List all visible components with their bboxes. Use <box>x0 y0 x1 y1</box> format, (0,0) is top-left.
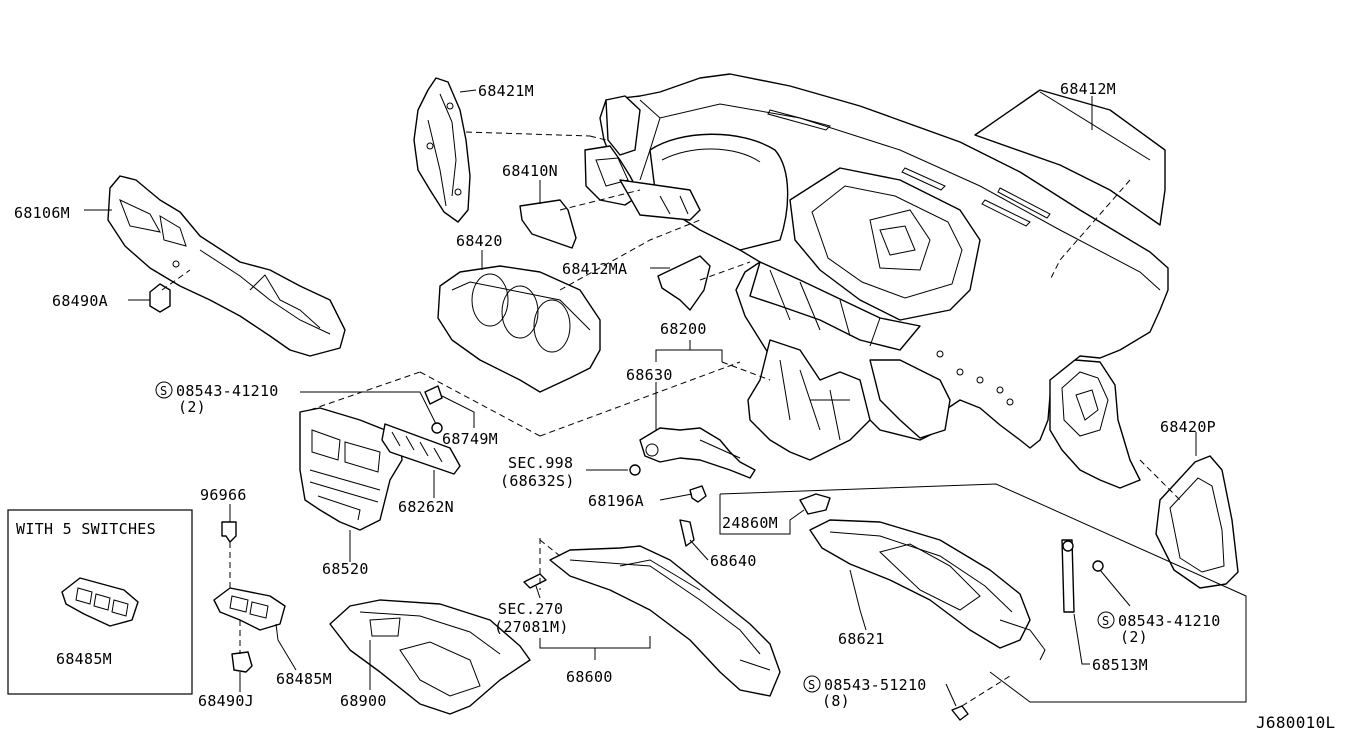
cluster-lid-68420 <box>437 265 601 393</box>
label-68520: 68520 <box>322 560 369 578</box>
label-08543-51210: 08543-51210 <box>824 676 927 694</box>
instrument-panel-assembly <box>584 73 1169 489</box>
s-symbol-c-icon <box>803 675 821 693</box>
s-symbol-b-icon <box>1097 611 1115 629</box>
side-panel-68421M <box>413 77 471 223</box>
panel-68412MA <box>657 255 711 311</box>
label-68490J: 68490J <box>198 692 254 710</box>
leader-lines <box>84 89 1247 707</box>
screw-08543-51210 <box>951 705 969 721</box>
label-with-5-switches: WITH 5 SWITCHES <box>16 520 156 538</box>
clip-68749M <box>424 385 443 434</box>
label-27081M: (27081M) <box>494 618 569 636</box>
with-5-switches-detail <box>7 509 193 695</box>
diagram-code: J680010L <box>1256 713 1335 732</box>
label-qty-2-a: (2) <box>178 398 206 416</box>
label-68421M: 68421M <box>478 82 534 100</box>
switch-68485M <box>213 587 286 631</box>
clip-68196A <box>689 485 707 503</box>
finisher-68106M <box>107 175 346 357</box>
label-68420P: 68420P <box>1160 418 1216 436</box>
label-68485M-box: 68485M <box>56 650 112 668</box>
top-pad-68412M <box>974 89 1166 226</box>
label-68630: 68630 <box>626 366 673 384</box>
label-68485M: 68485M <box>276 670 332 688</box>
label-68420: 68420 <box>456 232 503 250</box>
panel-68410N <box>519 199 577 249</box>
label-68490A: 68490A <box>52 292 108 310</box>
label-sec998: SEC.998 <box>508 454 573 472</box>
label-68632S: (68632S) <box>500 472 575 490</box>
bracket-68630 <box>639 427 756 479</box>
damper-68513M <box>1061 539 1104 613</box>
harness-24860M <box>799 493 831 515</box>
label-68412M: 68412M <box>1060 80 1116 98</box>
s-symbol-a-icon <box>155 381 173 399</box>
label-24860M: 24860M <box>722 514 778 532</box>
switch-68262N <box>381 423 461 475</box>
label-68600: 68600 <box>566 668 613 686</box>
label-68262N: 68262N <box>398 498 454 516</box>
label-68106M: 68106M <box>14 204 70 222</box>
label-sec270: SEC.270 <box>498 600 563 618</box>
glove-box-68621 <box>809 519 1046 661</box>
center-cluster-68520 <box>299 407 403 531</box>
label-08543-41210-a: 08543-41210 <box>176 382 279 400</box>
label-68513M: 68513M <box>1092 656 1148 674</box>
s-symbol-a: S <box>160 384 168 398</box>
label-68621: 68621 <box>838 630 885 648</box>
screw-68632S <box>629 464 641 476</box>
s-symbol-c: S <box>808 678 816 692</box>
label-68900: 68900 <box>340 692 387 710</box>
label-68196A: 68196A <box>588 492 644 510</box>
label-qty-8: (8) <box>822 692 850 710</box>
screw-96966 <box>221 521 237 543</box>
label-08543-41210-b: 08543-41210 <box>1118 612 1221 630</box>
label-68749M: 68749M <box>442 430 498 448</box>
bracket-68640 <box>679 519 695 547</box>
label-68640: 68640 <box>710 552 757 570</box>
s-symbol-b: S <box>1102 614 1110 628</box>
clip-68490A <box>149 283 171 313</box>
label-68200: 68200 <box>660 320 707 338</box>
label-96966: 96966 <box>200 486 247 504</box>
part-labels: 68421M 68412M 68410N 68106M 68420 68412M… <box>14 80 1335 732</box>
label-68410N: 68410N <box>502 162 558 180</box>
label-68412MA: 68412MA <box>562 260 627 278</box>
sec270-part <box>523 573 547 589</box>
clip-68490J <box>231 651 253 673</box>
label-qty-2-b: (2) <box>1120 628 1148 646</box>
lower-cover-68600 <box>549 545 781 697</box>
tray-68900 <box>329 599 531 715</box>
end-cover-68420P <box>1155 455 1239 589</box>
